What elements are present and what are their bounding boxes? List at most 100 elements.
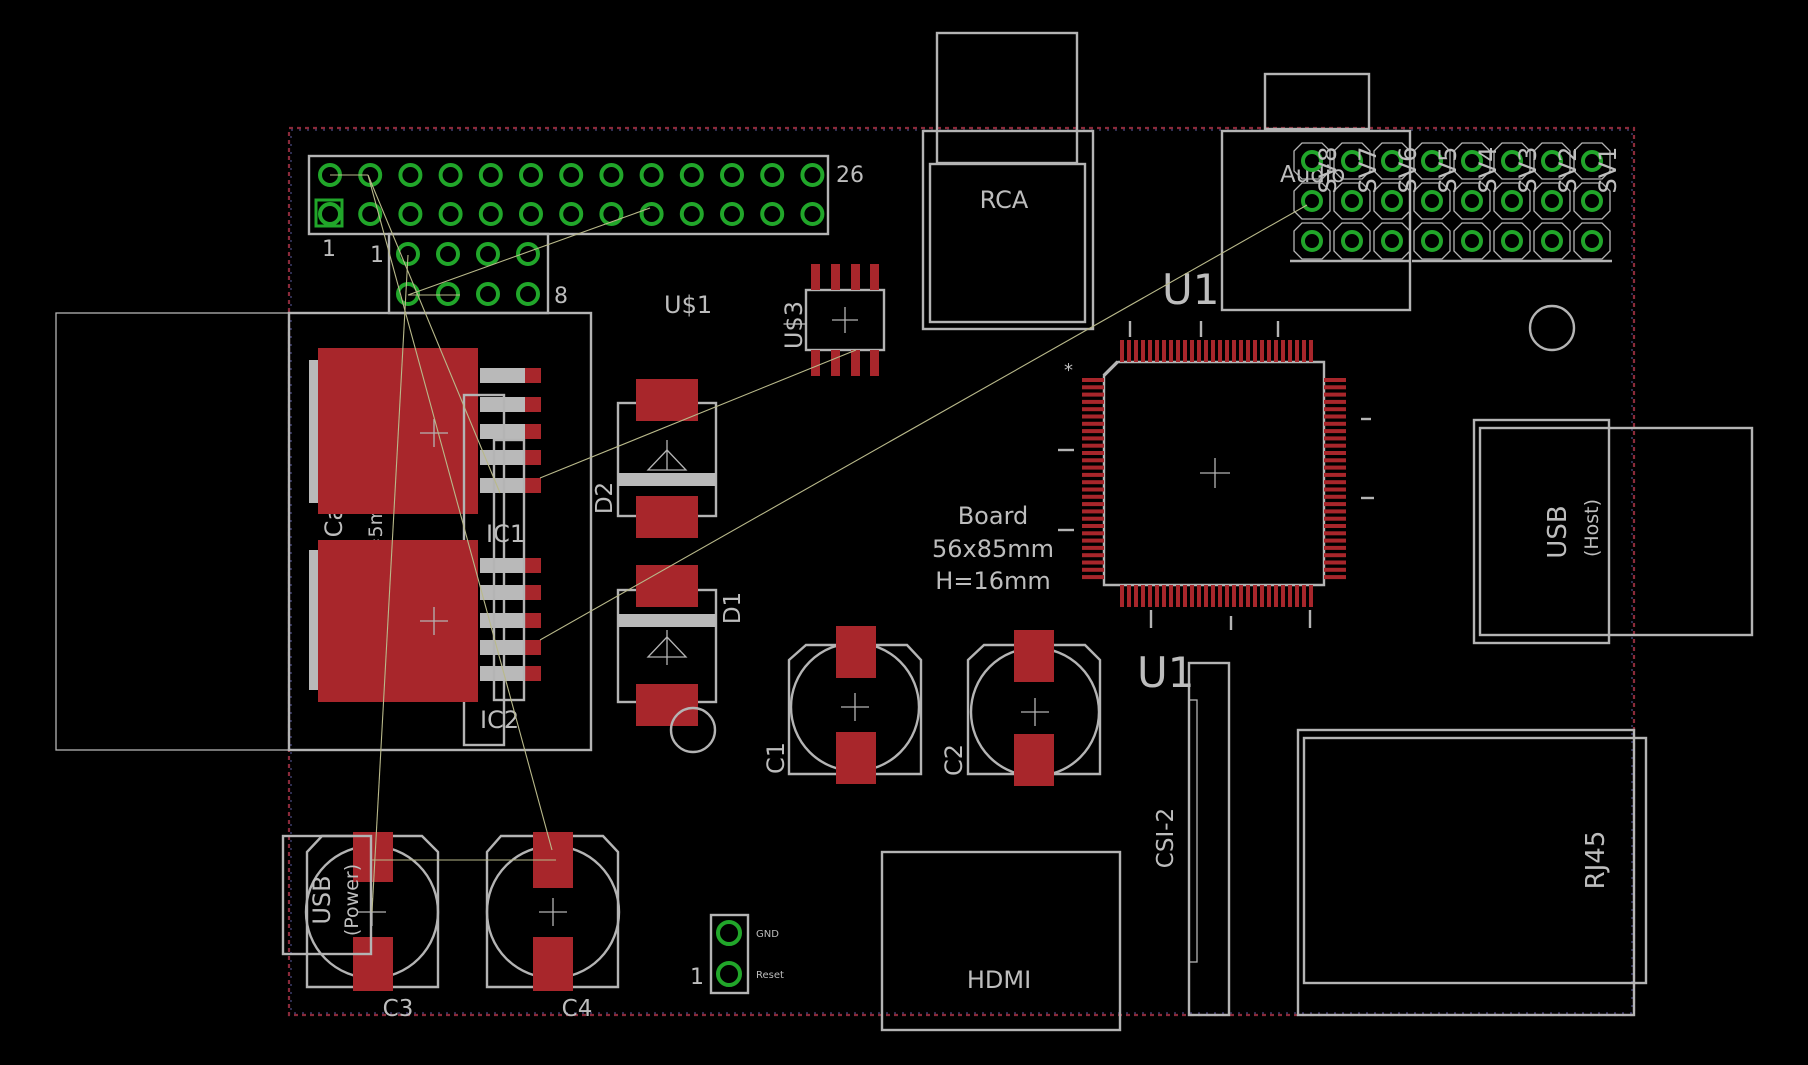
- jumper-pin: [1541, 150, 1563, 172]
- jumper-pin: [1581, 150, 1603, 172]
- usb-host-label: USB: [1543, 505, 1573, 558]
- gpio-pin: [559, 202, 584, 226]
- u1-csi-label: U1: [1137, 648, 1194, 697]
- jumper-pin: [1461, 190, 1483, 212]
- board-info-line1: Board: [958, 502, 1029, 530]
- regulator-ic2: IC2: [309, 438, 541, 734]
- jumper-label: SV6: [1394, 147, 1422, 194]
- gpio-pins: [318, 163, 825, 306]
- jumper-pin-outline: [1373, 142, 1411, 180]
- gpio-pin: [599, 163, 624, 187]
- csi-label: CSI-2: [1153, 808, 1179, 868]
- usb-host-sublabel: (Host): [1581, 499, 1603, 557]
- gpio-pin: [438, 202, 463, 226]
- jumper-pin: [1381, 150, 1403, 172]
- c2-label: C2: [940, 744, 968, 776]
- jumper-pin-outline: [1573, 182, 1611, 220]
- jumper-pin-outline: [1413, 182, 1451, 220]
- u1-chip-label: U1: [1162, 265, 1219, 314]
- usb-power-connector: USB (Power): [281, 834, 373, 956]
- jumper-pin: [1421, 230, 1443, 252]
- jumper-pin: [1501, 190, 1523, 212]
- jumper-pin: [1381, 190, 1403, 212]
- jumper-pin: [1581, 230, 1603, 252]
- gpio-subheader-pin: [436, 242, 460, 266]
- mounting-hole-left: [669, 706, 717, 754]
- diode-d1: D1: [616, 565, 746, 726]
- gpio-pin: [679, 202, 704, 226]
- jumper-pin: [1301, 150, 1323, 172]
- ic1-label: IC1: [486, 520, 525, 548]
- jumper-pin: [1301, 190, 1323, 212]
- us3-pins: [811, 264, 879, 376]
- gpio-subheader-pin: [476, 282, 500, 306]
- jumper-pin-outline: [1573, 222, 1611, 260]
- board-info-line2: 56x85mm: [932, 535, 1054, 563]
- gpio-subheader-pin: [476, 242, 500, 266]
- gpio-pin: [519, 202, 543, 226]
- jumper-pin-outline: [1493, 222, 1531, 260]
- gpio-pin: [760, 202, 785, 226]
- audio-jack: Audio: [1220, 72, 1412, 312]
- d2-label: D2: [592, 482, 618, 514]
- jumper-pin-outline: [1373, 182, 1411, 220]
- c1-label: C1: [762, 742, 790, 774]
- pin1-star-marker: *: [1064, 360, 1073, 381]
- jumper-pin-outline: [1533, 182, 1571, 220]
- jumper-pins: [1290, 142, 1612, 263]
- jumper-pin: [1301, 230, 1323, 252]
- jumper-pin-outline: [1453, 182, 1491, 220]
- gpio-header: 26 1 1 8: [307, 154, 864, 315]
- rj45-label: RJ45: [1581, 831, 1611, 890]
- gpio-subheader-pin: [396, 282, 420, 306]
- jumper-pin: [1461, 230, 1483, 252]
- jumper-pin: [1581, 190, 1603, 212]
- gpio-pin: [599, 202, 624, 226]
- jumper-pin-outline: [1293, 222, 1331, 260]
- hdmi-label: HDMI: [967, 966, 1031, 994]
- gpio-pin: [519, 163, 543, 187]
- gpio-subheader-pin: [516, 282, 540, 306]
- jumper-pin: [1341, 230, 1363, 252]
- jumper-pin: [1501, 230, 1523, 252]
- jumper-pin-outline: [1333, 222, 1371, 260]
- d1-label: D1: [720, 592, 746, 624]
- c4-label: C4: [562, 996, 593, 1022]
- gpio-pin: [318, 202, 342, 226]
- jumper-pin: [1501, 150, 1523, 172]
- gpio-subheader-pin: [516, 242, 540, 266]
- usb-power-sublabel: (Power): [341, 864, 363, 936]
- jumper-pin-outline: [1533, 142, 1571, 180]
- gpio-subheader-pin1-label: 1: [370, 243, 384, 268]
- main-processor-qfp: *: [1058, 321, 1374, 630]
- jumper-pin-outline: [1533, 222, 1571, 260]
- jumper-pin-outline: [1373, 222, 1411, 260]
- jumper-pin-outline: [1293, 182, 1331, 220]
- gpio-pin: [398, 202, 423, 226]
- jumper-label: SV8: [1314, 147, 1342, 194]
- rca-connector: RCA: [921, 31, 1095, 331]
- jumper-pin-outline: [1333, 142, 1371, 180]
- capacitor-c1: C1: [762, 626, 923, 784]
- rj45-connector: RJ45: [1296, 728, 1648, 1017]
- jumper-pin: [1541, 190, 1563, 212]
- gpio-pin: [478, 202, 503, 226]
- gpio-pin: [760, 163, 785, 187]
- jumper-pin-outline: [1493, 142, 1531, 180]
- jumper-pin-outline: [1293, 142, 1331, 180]
- us1-label: U$1: [664, 291, 712, 319]
- gpio-pin1-label: 1: [322, 237, 336, 262]
- jumper-pin: [1541, 230, 1563, 252]
- jumper-pin-outline: [1493, 182, 1531, 220]
- capacitor-c3: C3: [304, 832, 440, 1022]
- gpio-pin: [438, 163, 463, 187]
- reset-pin1-label: 1: [690, 965, 704, 990]
- jumper-label: SV4: [1474, 147, 1502, 194]
- jumper-label: SV3: [1514, 147, 1542, 194]
- board-outline-dashed: [287, 126, 1636, 1017]
- diode-d2: D2: [592, 379, 718, 538]
- hdmi-connector: HDMI: [880, 850, 1122, 1032]
- gpio-pin: [639, 163, 664, 187]
- jumper-label: SV5: [1434, 147, 1462, 194]
